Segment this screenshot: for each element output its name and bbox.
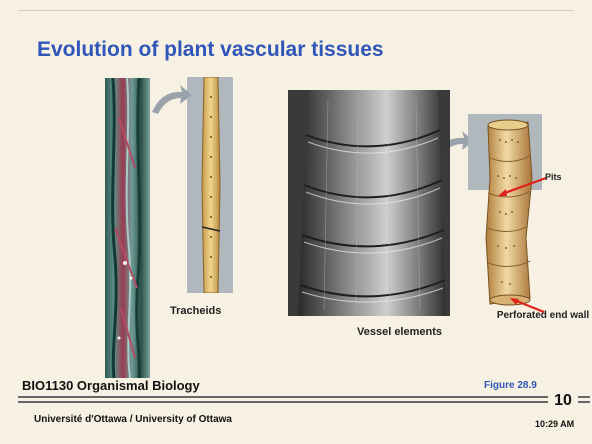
- vessel-element-illustration: [476, 118, 540, 308]
- tracheids-label: Tracheids: [170, 305, 221, 317]
- course-title: BIO1130 Organismal Biology: [22, 378, 200, 393]
- figure-reference: Figure 28.9: [484, 380, 537, 391]
- slide-title: Evolution of plant vascular tissues: [37, 38, 384, 62]
- footer-rule: [578, 401, 590, 403]
- perforated-end-wall-label: Perforated end wall: [494, 310, 592, 321]
- university-name: Université d'Ottawa / University of Otta…: [34, 414, 232, 425]
- top-border: [18, 10, 574, 11]
- tracheid-illustration: [196, 77, 226, 293]
- pits-label: Pits: [545, 172, 562, 182]
- footer-rule: [18, 401, 548, 403]
- pits-pointer-line: [496, 172, 548, 200]
- curved-arrow-icon: [148, 82, 194, 118]
- footer-rule: [578, 396, 590, 398]
- stained-micrograph-image: [105, 78, 150, 378]
- page-number: 10: [550, 392, 576, 410]
- vessel-elements-label: Vessel elements: [357, 326, 442, 338]
- footer-rule: [18, 396, 548, 398]
- timestamp: 10:29 AM: [535, 419, 574, 429]
- sem-micrograph-image: [288, 90, 450, 316]
